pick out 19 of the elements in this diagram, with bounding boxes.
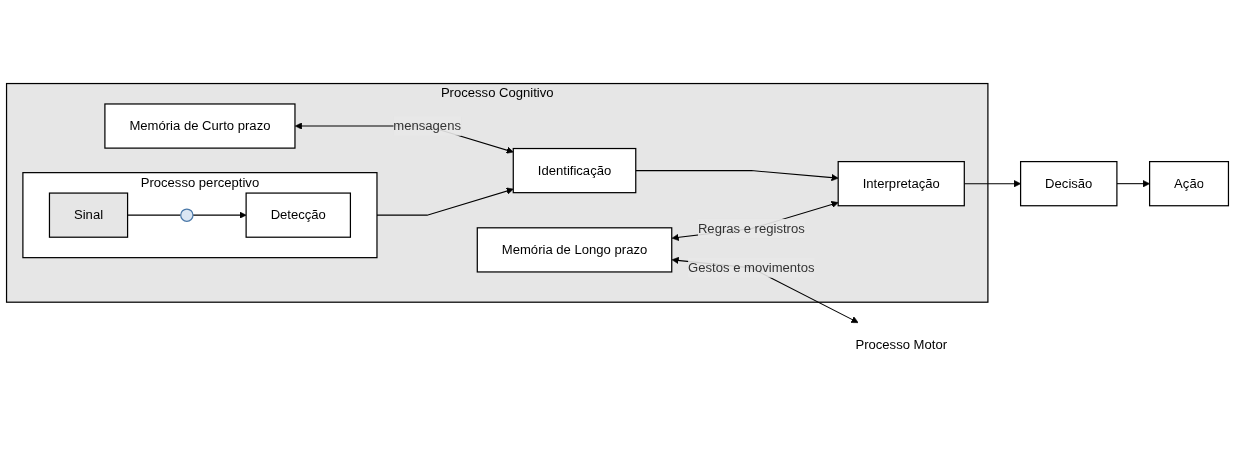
node-box: Interpretação <box>837 160 965 207</box>
arrow <box>376 187 514 216</box>
arrow <box>192 211 247 219</box>
node-box: Sinal <box>48 192 129 238</box>
node-box: Identificação <box>512 147 637 194</box>
edge-label: Gestos e movimentos <box>688 260 815 275</box>
edge-label: Regras e registros <box>697 221 805 236</box>
arrow <box>1116 179 1150 188</box>
arrow <box>635 169 839 182</box>
node-box: Detecção <box>245 192 352 238</box>
node-box: Decisão <box>1020 160 1118 207</box>
node-text: Processo Motor <box>855 337 948 352</box>
node-box: Memória de Curto prazo <box>104 103 296 149</box>
arrow <box>671 256 859 323</box>
connector <box>127 214 182 216</box>
node-box: Memória de Longo prazo <box>476 227 673 273</box>
edge-label: mensagens <box>393 118 461 133</box>
node-box: Ação <box>1149 160 1230 207</box>
node-circle <box>180 208 194 222</box>
